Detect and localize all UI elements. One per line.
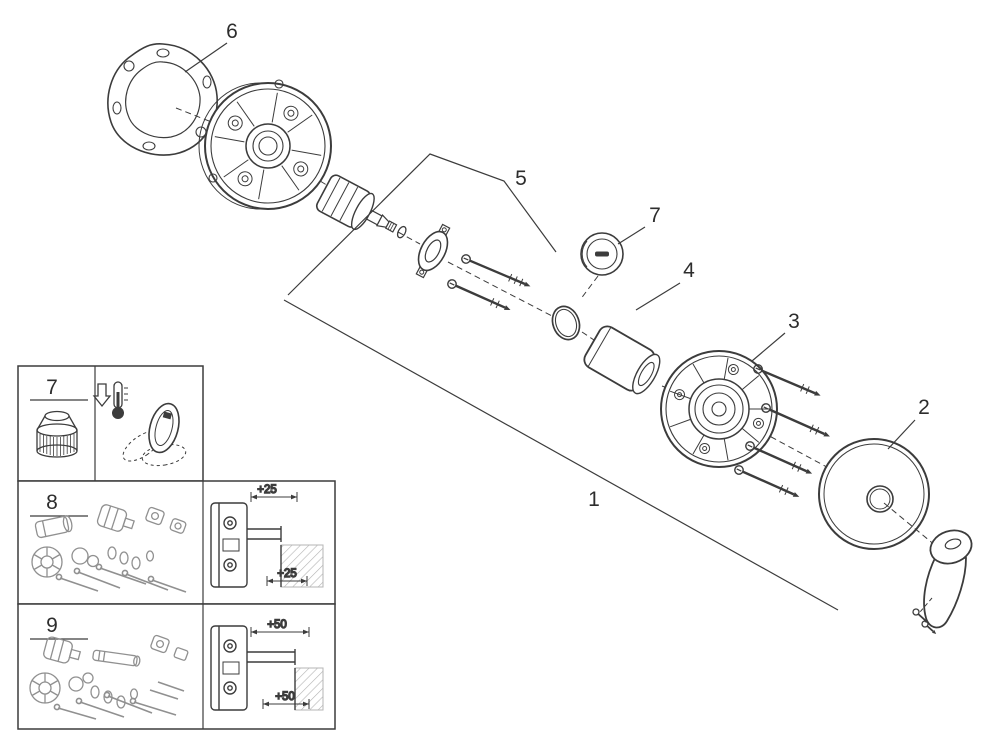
escutcheon-handle-alignment-line xyxy=(883,502,937,547)
dimension-bottom xyxy=(262,699,310,709)
screw xyxy=(461,254,531,287)
callout-part-1: 1 xyxy=(588,488,600,511)
inset-9-label: 9 xyxy=(46,614,58,637)
escutcheon-drawing xyxy=(818,438,930,550)
o-ring-drawing xyxy=(551,305,581,341)
inset-box-9: 9 xyxy=(17,603,336,730)
handle-screw-alignment-line xyxy=(919,597,933,613)
handle-drawing xyxy=(923,529,973,629)
dim-label: +50 xyxy=(275,691,295,703)
dimension-bottom xyxy=(266,576,308,586)
callout-part-5: 5 xyxy=(515,167,527,190)
inset-box-7: 7 xyxy=(17,365,204,482)
dim-label: +50 xyxy=(267,619,287,631)
callout-part-3: 3 xyxy=(788,310,800,333)
screw xyxy=(761,403,830,437)
cap-part-drawing xyxy=(36,410,78,458)
screw xyxy=(753,364,821,396)
down-arrow-icon xyxy=(92,383,112,408)
handle-screw xyxy=(921,620,937,635)
dim-label: +25 xyxy=(257,484,277,496)
callout-part-6: 6 xyxy=(226,20,238,43)
callout-part-7: 7 xyxy=(649,204,661,227)
screw xyxy=(734,465,800,497)
inset-8-label: 8 xyxy=(46,491,58,514)
rough-in-body-drawing xyxy=(198,79,332,210)
cartridge-retainer-drawing xyxy=(415,223,451,279)
leader-lines xyxy=(184,42,916,611)
parts-cluster-9 xyxy=(29,634,189,720)
screw xyxy=(745,441,813,474)
dim-label: +25 xyxy=(277,568,297,580)
inset-7-label: 7 xyxy=(46,376,58,399)
mounting-plate-drawing xyxy=(660,350,778,468)
dimension-top xyxy=(250,492,298,502)
screw xyxy=(447,279,511,311)
cap-drawing xyxy=(580,232,624,276)
callout-part-4: 4 xyxy=(683,259,695,282)
parts-cluster-8 xyxy=(31,504,187,593)
thermometer-icon xyxy=(92,381,128,419)
inset-box-8: 8 xyxy=(17,480,336,605)
callout-part-2: 2 xyxy=(918,396,930,419)
cartridge-drawing xyxy=(315,174,407,239)
gasket-drawing xyxy=(107,43,218,156)
sleeve-drawing xyxy=(583,325,661,395)
depth-diagram-25: +25 +25 xyxy=(210,483,324,588)
handle-icon xyxy=(122,402,187,467)
dimension-top xyxy=(250,627,310,637)
depth-diagram-50: +50 +50 xyxy=(210,618,324,711)
